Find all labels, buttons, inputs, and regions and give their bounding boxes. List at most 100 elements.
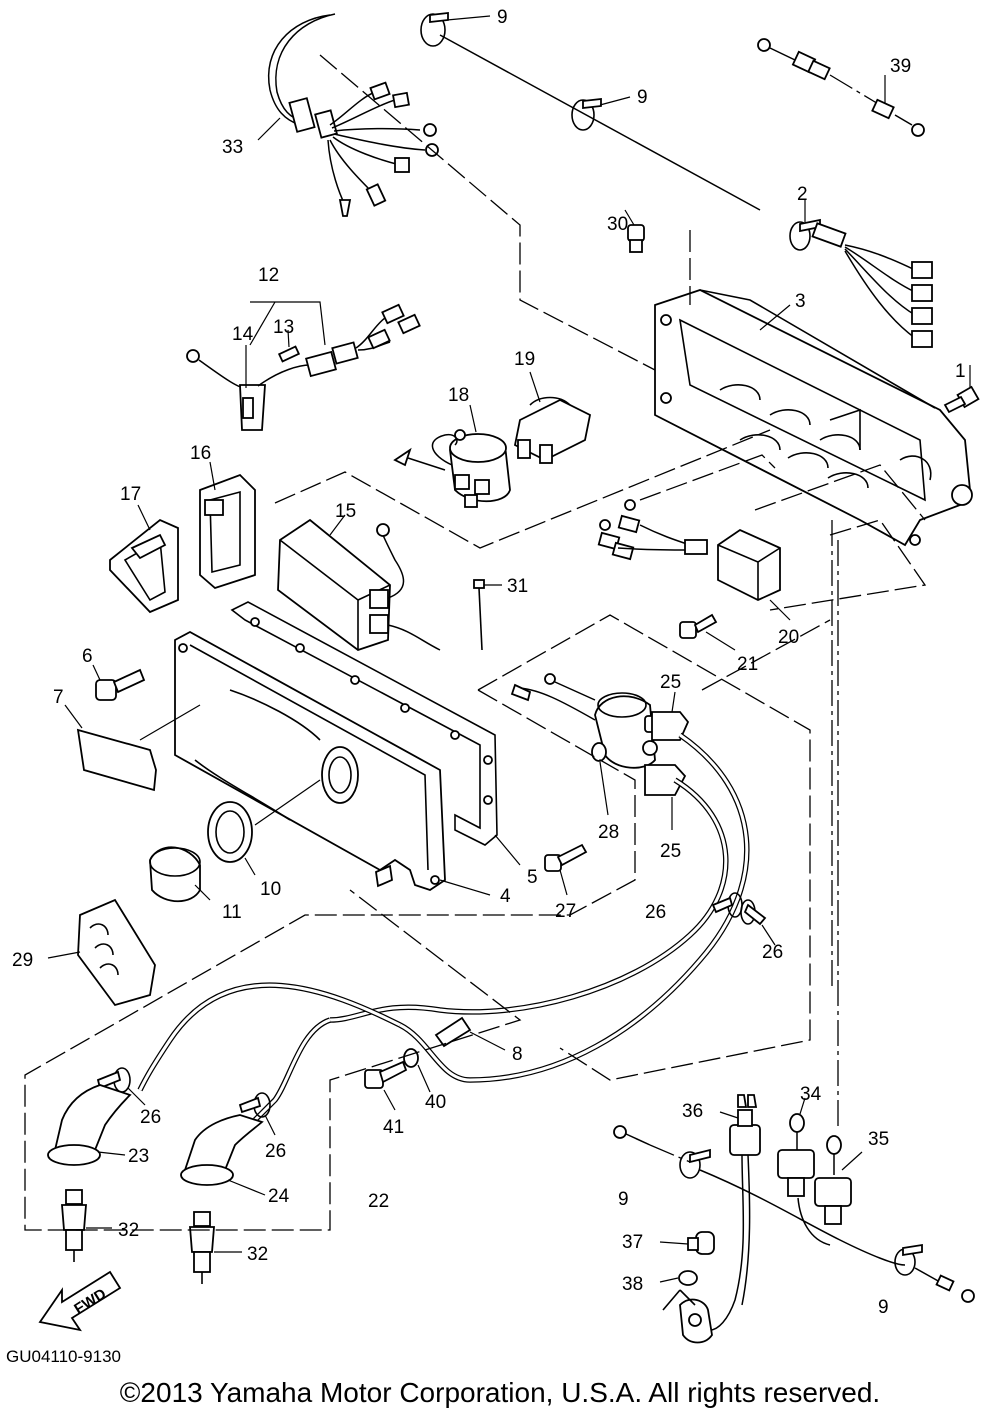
bolt-27: [544, 843, 588, 896]
copyright-notice: ©2013 Yamaha Motor Corporation, U.S.A. A…: [119, 1377, 881, 1408]
callout-14: 14: [232, 324, 254, 345]
callout-2: 2: [797, 184, 808, 205]
callout-27: 27: [555, 901, 576, 922]
callout-26c: 26: [140, 1107, 161, 1128]
reference-lines: [24, 54, 927, 1231]
fuse-holder-12: [186, 301, 421, 431]
cable-tie-31: [473, 579, 502, 651]
bolt-30: [624, 209, 645, 253]
callout-39: 39: [890, 56, 911, 77]
bolt-6: [92, 664, 146, 701]
callout-26a: 26: [645, 902, 666, 923]
relay-bracket-19: [513, 371, 592, 464]
harness-run-top: [439, 34, 761, 211]
callout-37: 37: [622, 1232, 643, 1253]
plug-cap-24: [180, 1114, 266, 1196]
callout-41: 41: [383, 1117, 404, 1138]
callout-29: 29: [12, 950, 33, 971]
callout-24: 24: [268, 1186, 290, 1207]
callout-19: 19: [514, 349, 535, 370]
washer-38: [659, 1270, 713, 1344]
clamp-26d: [238, 1092, 276, 1136]
diagram-code: GU04110-9130: [6, 1347, 121, 1366]
callout-9c: 9: [618, 1189, 629, 1210]
callout-16: 16: [190, 443, 211, 464]
callout-10: 10: [260, 879, 281, 900]
callout-25a: 25: [660, 672, 681, 693]
terminal-cover-29: [47, 898, 156, 1007]
clamp-9-top-b: [571, 96, 631, 131]
callout-23: 23: [128, 1146, 149, 1167]
grommet-8: [434, 1016, 506, 1051]
cap-fitting: [254, 746, 359, 826]
spark-plug-leads: [137, 732, 750, 1122]
callout-18: 18: [448, 385, 469, 406]
callout-12: 12: [258, 265, 279, 286]
callout-21: 21: [737, 654, 758, 675]
callout-9a: 9: [497, 7, 508, 28]
sub-harness-2: [789, 200, 933, 348]
callout-26d: 26: [265, 1141, 286, 1162]
callout-13: 13: [273, 317, 294, 338]
callout-4: 4: [500, 886, 511, 907]
cord-39: [757, 38, 925, 137]
switch-34: [777, 1097, 815, 1197]
bolt-41: [364, 1060, 408, 1111]
callout-33: 33: [222, 137, 243, 158]
callout-7: 7: [53, 687, 64, 708]
callout-36: 36: [682, 1101, 703, 1122]
rectifier-20: [597, 499, 791, 621]
callout-20: 20: [778, 627, 799, 648]
callout-25b: 25: [660, 841, 681, 862]
wire-harness-33: [257, 13, 439, 217]
callout-3: 3: [795, 291, 806, 312]
screw-21: [679, 613, 736, 651]
switch-35: [814, 1135, 863, 1225]
oil-seal-10: [207, 801, 256, 876]
bracket-17: [109, 504, 179, 614]
callout-30: 30: [607, 214, 628, 235]
spark-plug-32b: [189, 1211, 242, 1284]
electrical-box-3: [654, 289, 973, 547]
callout-labels: 1 2 3 4 5 6 7 8 9 9 9 9 10 11 12 13 14 1…: [12, 7, 966, 1318]
callout-38: 38: [622, 1274, 643, 1295]
callout-9b: 9: [637, 87, 648, 108]
spark-plug-32a: [61, 1189, 112, 1262]
starter-relay-18: [393, 404, 511, 508]
callout-31: 31: [507, 576, 528, 597]
bolt-1: [943, 365, 980, 414]
callout-34: 34: [800, 1084, 822, 1105]
clamp-26b: [740, 899, 776, 946]
callout-1: 1: [955, 361, 966, 382]
callout-17: 17: [120, 484, 141, 505]
callout-35: 35: [868, 1129, 889, 1150]
callout-28: 28: [598, 822, 619, 843]
coil-clamp-25b: [644, 764, 687, 830]
coil-clamp-25a: [651, 691, 690, 741]
callout-32b: 32: [247, 1244, 268, 1265]
callout-40: 40: [425, 1092, 446, 1113]
callout-8: 8: [512, 1044, 523, 1065]
clamp-9-top-a: [420, 11, 491, 47]
switch-36: [709, 1094, 761, 1331]
bracket-16: [199, 461, 256, 590]
bolt-37: [659, 1231, 715, 1255]
callout-5: 5: [527, 867, 538, 888]
forward-arrow-icon: FWD: [38, 1270, 122, 1332]
callout-11: 11: [222, 902, 242, 923]
gasket-5: [230, 601, 521, 866]
callout-22: 22: [368, 1191, 389, 1212]
plug-cap-23: [47, 1084, 132, 1166]
callout-15: 15: [335, 501, 356, 522]
cover-4: [174, 630, 491, 896]
cdi-unit-15: [277, 514, 441, 652]
washer-28: [591, 742, 609, 816]
callout-6: 6: [82, 646, 93, 667]
callout-9d: 9: [878, 1297, 889, 1318]
label-7: [64, 704, 201, 792]
cap-11: [149, 846, 211, 903]
callout-32a: 32: [118, 1220, 139, 1241]
callout-26b: 26: [762, 942, 783, 963]
